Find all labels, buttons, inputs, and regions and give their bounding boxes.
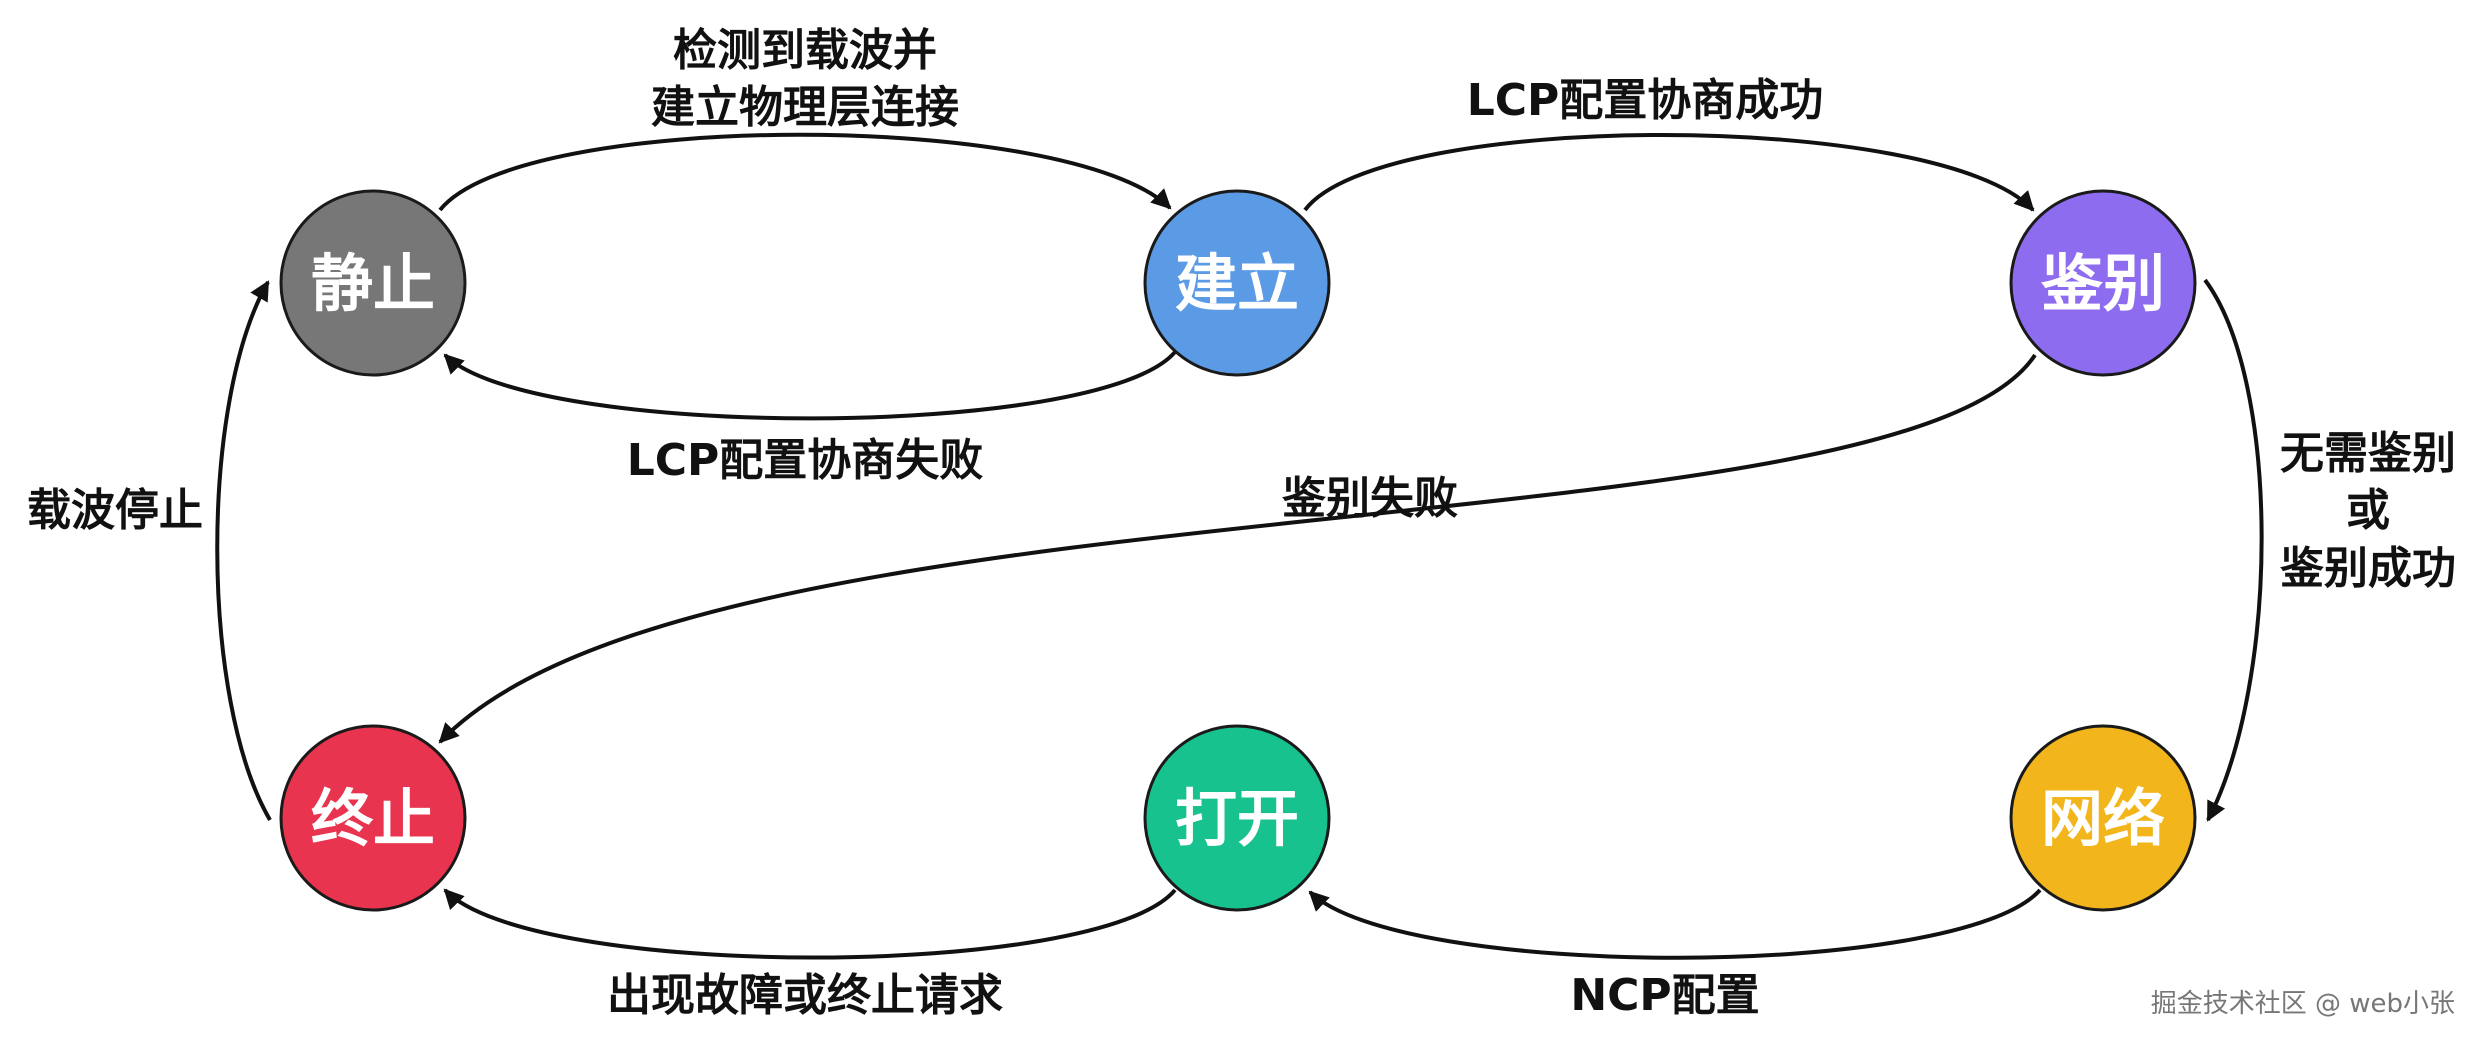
edge-lcp-fail [443,350,1177,421]
node-network-label: 网络 [2041,782,2165,855]
node-establish: 建立 [1143,189,1331,377]
node-open-circle [1143,724,1331,912]
node-network: 网络 [2009,724,2197,912]
label-carrier-detected-line2: 建立物理层连接 [651,82,959,133]
node-authenticate: 鉴别 [2009,189,2197,377]
label-lcp-success: LCP配置协商成功 [1467,75,1824,126]
edge-ncp-config [1308,888,2042,960]
edge-fault-or-terminate [443,888,1177,960]
node-terminate-circle [279,724,467,912]
label-auth-fail: 鉴别失败 [1281,473,1458,524]
node-terminate: 终止 [279,724,467,912]
node-establish-label: 建立 [1175,247,1299,320]
edge-auth-fail [438,353,2037,744]
label-lcp-fail: LCP配置协商失败 [627,435,984,486]
label-carrier-detected-line1: 检测到载波并 [673,25,937,76]
node-authenticate-label: 鉴别 [2041,247,2165,320]
label-ncp-config: NCP配置 [1570,970,1759,1021]
node-network-circle [2009,724,2197,912]
node-authenticate-circle [2009,189,2197,377]
node-dead-label: 静止 [311,247,435,320]
edge-lcp-success [1303,133,2035,212]
label-auth-ok-line1: 无需鉴别 [2280,428,2456,479]
node-dead: 静止 [279,189,467,377]
watermark: 掘金技术社区 @ web小张 [2151,989,2455,1019]
edge-carrier-stop [215,280,272,822]
label-auth-ok-line3: 鉴别成功 [2279,543,2456,594]
node-terminate-label: 终止 [311,782,435,855]
node-establish-circle [1143,189,1331,377]
node-open-label: 打开 [1175,782,1299,855]
edge-carrier-detected [438,132,1172,212]
node-dead-circle [279,189,467,377]
node-open: 打开 [1143,724,1331,912]
label-carrier-stop: 载波停止 [27,485,203,536]
label-fault-or-terminate: 出现故障或终止请求 [607,970,1003,1021]
label-auth-ok-line2: 或 [2346,485,2390,536]
edge-auth-ok [2203,278,2264,822]
